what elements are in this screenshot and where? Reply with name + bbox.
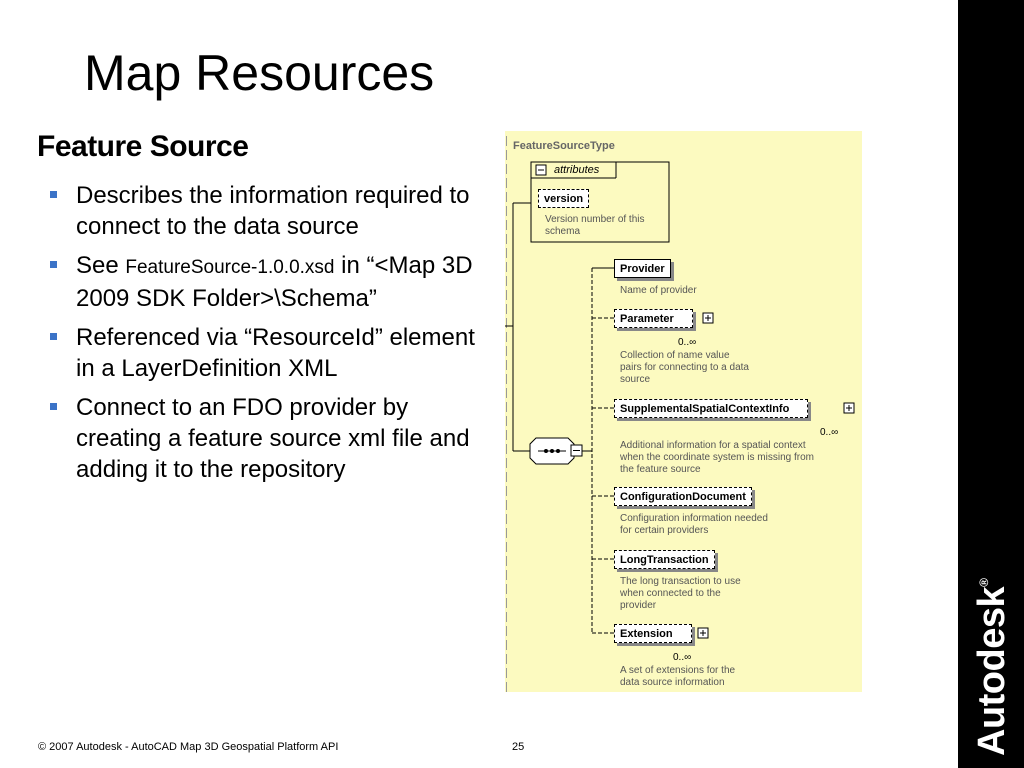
bullet-item: Describes the information required to co… bbox=[49, 180, 479, 242]
element-desc: A set of extensions for the data source … bbox=[620, 665, 736, 688]
element-parameter: Parameter bbox=[614, 309, 693, 328]
element-configuration-document: ConfigurationDocument bbox=[614, 487, 752, 506]
element-desc: The long transaction to use when connect… bbox=[620, 576, 741, 611]
occurrence-label: 0..∞ bbox=[820, 427, 839, 438]
bullet-text-post: in “<Map 3D 2009 SDK Folder>\Schema” bbox=[76, 252, 473, 312]
occurrence-label: 0..∞ bbox=[678, 337, 697, 348]
bullet-list: Describes the information required to co… bbox=[49, 180, 479, 493]
element-desc: Name of provider bbox=[620, 285, 697, 296]
bullet-text: Describes the information required to co… bbox=[76, 182, 470, 240]
page-number: 25 bbox=[512, 741, 525, 753]
element-extension: Extension bbox=[614, 624, 692, 643]
bullet-item: Connect to an FDO provider by creating a… bbox=[49, 392, 479, 485]
slide-title: Map Resources bbox=[84, 45, 435, 101]
type-name: FeatureSourceType bbox=[513, 140, 615, 152]
schema-filename: FeatureSource-1.0.0.xsd bbox=[125, 257, 335, 278]
brand-sidebar bbox=[958, 0, 1024, 768]
bullet-text: Referenced via “ResourceId” element in a… bbox=[76, 324, 475, 382]
element-supplemental-spatial-context-info: SupplementalSpatialContextInfo bbox=[614, 399, 809, 418]
footer-copyright: © 2007 Autodesk - AutoCAD Map 3D Geospat… bbox=[38, 741, 339, 753]
bullet-text-pre: See bbox=[76, 252, 126, 279]
bullet-marker-icon bbox=[50, 261, 57, 268]
bullet-item: See FeatureSource-1.0.0.xsd in “<Map 3D … bbox=[49, 250, 479, 314]
schema-diagram: FeatureSourceType attributes version Ver… bbox=[505, 131, 862, 692]
bullet-marker-icon bbox=[50, 333, 57, 340]
element-desc: Collection of name value pairs for conne… bbox=[620, 350, 749, 385]
bullet-marker-icon bbox=[50, 191, 57, 198]
occurrence-label: 0..∞ bbox=[673, 652, 692, 663]
bullet-marker-icon bbox=[50, 403, 57, 410]
registered-mark: ® bbox=[977, 578, 991, 587]
element-long-transaction: LongTransaction bbox=[614, 550, 715, 569]
slide-subtitle: Feature Source bbox=[37, 130, 249, 163]
element-desc: Configuration information needed for cer… bbox=[620, 513, 768, 536]
autodesk-logo: Autodesk® bbox=[971, 578, 1013, 756]
bullet-text: Connect to an FDO provider by creating a… bbox=[76, 394, 470, 483]
attribute-version: version bbox=[538, 189, 590, 208]
attribute-desc: Version number of this schema bbox=[545, 214, 645, 237]
schema-diagram-lines bbox=[505, 136, 855, 692]
attributes-label: attributes bbox=[554, 164, 600, 176]
element-provider: Provider bbox=[614, 259, 671, 278]
bullet-item: Referenced via “ResourceId” element in a… bbox=[49, 322, 479, 384]
element-desc: Additional information for a spatial con… bbox=[620, 440, 814, 475]
